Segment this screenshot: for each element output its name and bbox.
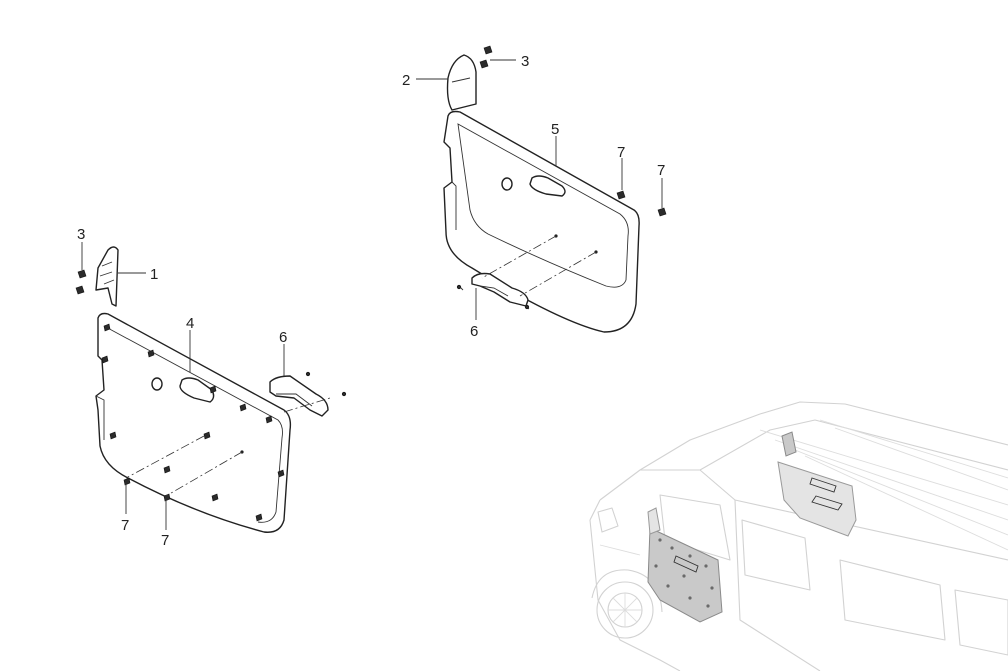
clips-left-panel xyxy=(101,323,285,522)
callout-7-right-a: 7 xyxy=(617,144,625,161)
door-trim-panel-part-4 xyxy=(95,312,292,533)
screw-right-a xyxy=(456,284,464,291)
callout-7-left-a: 7 xyxy=(121,517,129,534)
door-trim-left-assembly: 3 1 4 6 7 7 xyxy=(75,226,347,549)
van-trim-clip-dots xyxy=(654,538,714,608)
door-trim-right-assembly: 2 3 5 7 7 6 xyxy=(402,45,667,340)
door-handle-recess xyxy=(529,175,566,197)
door-lock-hole xyxy=(501,177,513,191)
door-lock-hole-left xyxy=(151,377,163,391)
door-handle-recess-left xyxy=(179,377,215,403)
callout-6-left: 6 xyxy=(279,329,287,346)
callout-1: 1 xyxy=(150,266,158,283)
callout-3-left: 3 xyxy=(77,226,85,243)
callout-6-right: 6 xyxy=(470,323,478,340)
clip-part-7-right-a xyxy=(616,190,626,200)
van-locator-illustration xyxy=(589,401,1008,671)
door-trim-panel-part-5 xyxy=(443,110,640,333)
corner-trim-part-2 xyxy=(446,54,477,111)
callout-3-top: 3 xyxy=(521,53,529,70)
callout-4: 4 xyxy=(186,315,194,332)
pull-handle-part-6-right xyxy=(471,272,529,307)
clip-part-3-left xyxy=(75,269,87,295)
callout-7-left-b: 7 xyxy=(161,532,169,549)
clip-part-3-top xyxy=(479,45,493,69)
callout-2: 2 xyxy=(402,72,410,89)
corner-trim-part-1 xyxy=(95,246,119,307)
clip-part-7-right-b xyxy=(657,207,667,217)
screw-right-b xyxy=(524,304,530,310)
callout-5: 5 xyxy=(551,121,559,138)
callout-7-right-b: 7 xyxy=(657,162,665,179)
